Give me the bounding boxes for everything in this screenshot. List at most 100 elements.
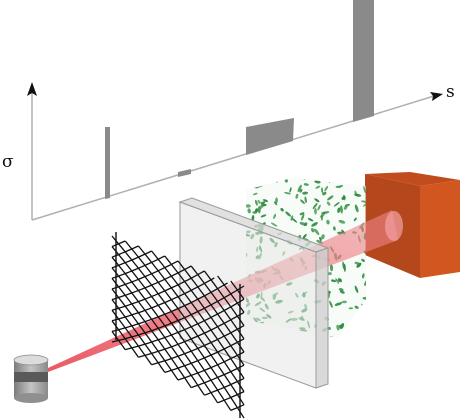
mesh-wire <box>230 404 245 411</box>
leaf <box>362 320 366 325</box>
leaf <box>354 204 359 213</box>
leaf <box>338 219 346 224</box>
leaf <box>343 205 348 210</box>
leaf <box>321 211 330 215</box>
leaf <box>361 303 366 311</box>
leaf <box>295 193 299 199</box>
leaf <box>304 196 307 204</box>
broad-band <box>246 118 294 155</box>
leaf <box>326 219 330 225</box>
leaf <box>359 178 365 179</box>
mesh-wire <box>138 311 245 358</box>
leaf <box>301 213 305 221</box>
mesh-wire <box>111 331 126 350</box>
leaf <box>362 273 365 279</box>
leaf <box>253 178 259 182</box>
leaf <box>290 215 294 221</box>
mesh-wire <box>204 377 245 396</box>
spectrum-plot: s σ <box>2 0 455 221</box>
leaf <box>248 178 253 186</box>
sigma-axis-arrowhead <box>27 82 37 96</box>
leaf <box>337 278 343 283</box>
leaf <box>362 314 366 318</box>
leaf <box>273 213 277 220</box>
leaf <box>303 222 308 227</box>
leaf <box>254 199 258 206</box>
laser-source <box>13 354 49 403</box>
mesh-wire <box>190 364 245 389</box>
mesh-wire <box>111 299 166 373</box>
narrow-line-2 <box>178 169 191 177</box>
leaf <box>297 184 302 193</box>
leaf <box>328 178 334 183</box>
leaf <box>340 205 343 214</box>
leaf <box>363 203 366 207</box>
leaf <box>341 300 347 304</box>
leaf <box>348 307 354 310</box>
leaf <box>326 201 331 206</box>
leaf <box>335 278 340 284</box>
leaf <box>339 324 343 329</box>
leaf <box>257 199 261 204</box>
leaf <box>327 272 332 276</box>
leaf <box>339 184 344 188</box>
leaf <box>300 199 305 204</box>
leaf <box>354 285 359 293</box>
leaf <box>321 234 325 240</box>
leaf <box>285 211 291 217</box>
leaf <box>342 261 345 270</box>
leaf <box>329 264 334 272</box>
sigma-axis-label: σ <box>2 152 14 172</box>
mesh-wire <box>111 277 192 388</box>
leaf <box>275 197 278 204</box>
leaf <box>311 228 315 233</box>
mesh-wire <box>164 338 245 374</box>
leaf <box>333 226 336 231</box>
leaf <box>330 279 337 283</box>
leaf <box>253 192 258 196</box>
leaf <box>262 178 270 179</box>
leaf <box>302 233 307 240</box>
leaf <box>338 288 344 292</box>
mesh-wire <box>111 285 245 343</box>
leaf <box>342 335 350 338</box>
leaf <box>317 204 321 211</box>
leaf <box>289 187 292 193</box>
leaf <box>273 201 278 206</box>
leaf <box>280 207 284 212</box>
leaf <box>356 331 361 335</box>
slab-side-edge <box>315 247 329 389</box>
mesh-wire <box>111 309 153 366</box>
leaf <box>314 228 320 236</box>
s-axis-label: s <box>446 82 455 102</box>
laser-band <box>14 372 48 382</box>
leaf <box>314 198 320 203</box>
leaf <box>252 211 257 214</box>
leaf <box>360 200 366 203</box>
leaf <box>364 279 366 286</box>
leaf <box>354 193 362 197</box>
leaf <box>303 183 309 186</box>
leaf <box>260 214 267 218</box>
mesh-wire <box>111 288 179 381</box>
leaf <box>363 185 366 194</box>
leaf <box>351 329 357 334</box>
leaf <box>338 301 343 306</box>
beam-spot <box>385 211 403 241</box>
mesh-wire <box>111 256 219 404</box>
leaf <box>246 204 251 208</box>
leaf <box>314 208 317 215</box>
leaf <box>364 327 366 332</box>
solid-block-side <box>420 180 460 278</box>
leaf <box>284 191 291 195</box>
laser-aperture <box>13 354 49 366</box>
leaf <box>299 212 305 216</box>
narrow-line-1 <box>105 127 110 199</box>
leaf <box>339 290 345 294</box>
leaf <box>337 207 341 213</box>
leaf <box>342 194 346 201</box>
leaf <box>302 191 309 195</box>
leaf <box>361 258 365 262</box>
leaf <box>256 178 261 181</box>
leaf <box>333 202 340 207</box>
